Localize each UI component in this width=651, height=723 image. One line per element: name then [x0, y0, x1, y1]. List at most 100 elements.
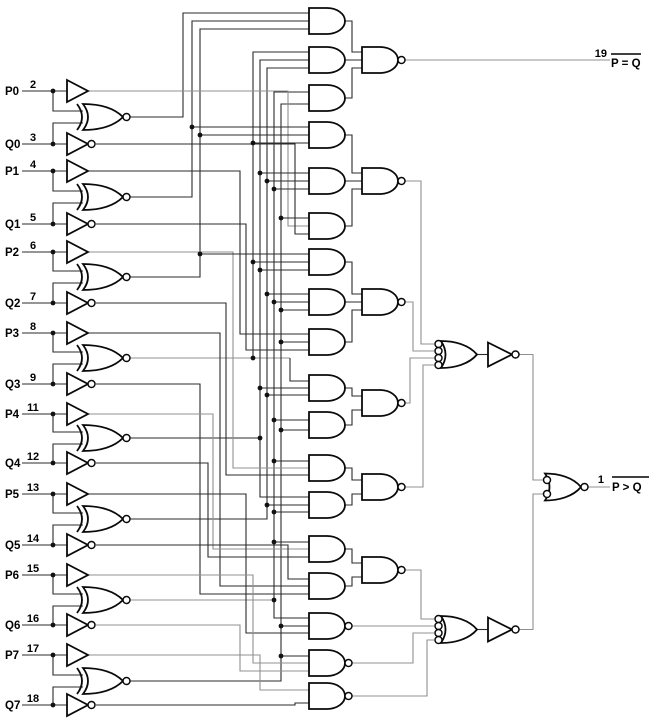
- wire: [96, 462, 309, 558]
- inversion-bubble: [122, 272, 131, 282]
- junction-dot: [50, 491, 56, 497]
- xnor-input-arc: [76, 424, 83, 452]
- wire: [52, 443, 83, 463]
- junction-dot: [50, 88, 56, 94]
- pin-number-9: 9: [30, 372, 36, 384]
- wire: [96, 702, 309, 706]
- xnor-gate: [81, 344, 125, 372]
- junction-dot: [271, 539, 277, 545]
- inversion-bubble: [87, 620, 96, 630]
- xnor-gate: [81, 183, 125, 211]
- junction-dot: [197, 132, 203, 138]
- wire: [345, 548, 362, 564]
- junction-dot: [50, 221, 56, 227]
- wire: [130, 20, 309, 198]
- inversion-bubble: [122, 676, 131, 686]
- wire: [259, 438, 309, 498]
- inversion-bubble: [122, 514, 131, 524]
- inversion-bubble: [397, 565, 406, 575]
- input-label-Q0: Q0: [5, 139, 20, 151]
- xnor-gate: [81, 263, 125, 291]
- pin-number-17: 17: [27, 643, 39, 655]
- junction-dot: [50, 702, 56, 708]
- wire: [345, 261, 362, 295]
- junction-dot: [257, 385, 263, 391]
- pin-number-3: 3: [30, 132, 36, 144]
- wire: [519, 493, 544, 631]
- junction-dot: [50, 542, 56, 548]
- xnor-input-arc: [76, 586, 83, 614]
- wire: [345, 493, 362, 506]
- input-label-P7: P7: [5, 650, 19, 662]
- inversion-bubble: [511, 350, 520, 359]
- wire: [252, 51, 309, 358]
- xnor-input-arc: [76, 263, 83, 291]
- wire: [96, 383, 309, 595]
- and-gate: [308, 248, 346, 276]
- output-label: P = Q: [611, 58, 641, 70]
- buffer-gate: [66, 239, 90, 265]
- or-gate: [439, 340, 479, 369]
- wire: [405, 364, 434, 488]
- wire: [405, 569, 434, 620]
- input-inversion-bubble: [434, 614, 443, 624]
- pin-number-13: 13: [27, 482, 39, 494]
- input-label-Q7: Q7: [5, 700, 20, 712]
- input-label-P6: P6: [5, 570, 19, 582]
- wire: [52, 363, 83, 384]
- nand-gate: [361, 46, 399, 74]
- pin-number-11: 11: [27, 402, 39, 414]
- wire: [52, 333, 83, 353]
- input-inversion-bubble: [434, 339, 443, 349]
- and-gate: [308, 288, 346, 316]
- wire: [345, 134, 362, 174]
- inversion-bubble: [122, 353, 131, 363]
- junction-dot: [250, 355, 256, 361]
- and-gate: [308, 7, 346, 35]
- junction-dot: [257, 435, 263, 441]
- pin-number-19: 19: [595, 48, 607, 60]
- wire: [130, 12, 309, 118]
- buffer-gate: [66, 562, 90, 588]
- wire: [52, 252, 83, 272]
- junction-dot: [189, 124, 195, 130]
- xnor-input-arc: [76, 103, 83, 131]
- output-label: P > Q: [612, 482, 642, 494]
- pin-number-2: 2: [30, 79, 36, 91]
- xnor-input-arc: [76, 505, 83, 533]
- wire: [273, 91, 309, 600]
- inversion-bubble: [87, 700, 96, 710]
- input-label-P0: P0: [5, 86, 19, 98]
- wire: [352, 639, 434, 697]
- pin-number-12: 12: [27, 451, 39, 463]
- xnor-gate: [81, 505, 125, 533]
- pin-number-14: 14: [27, 533, 40, 545]
- and-gate: [308, 84, 346, 112]
- inverter-gate: [66, 290, 90, 316]
- junction-dot: [50, 381, 56, 387]
- inversion-bubble: [87, 458, 96, 468]
- wire: [88, 493, 309, 634]
- input-label-P3: P3: [5, 328, 19, 340]
- inverter-gate: [66, 450, 90, 476]
- wire: [52, 655, 83, 676]
- and-gate: [308, 491, 346, 519]
- or-gate-final: [543, 472, 583, 502]
- input-inversion-bubble: [434, 635, 443, 645]
- input-inversion-bubble: [542, 475, 552, 485]
- nand-gate: [308, 612, 346, 640]
- junction-dot: [264, 502, 270, 508]
- inversion-bubble: [87, 379, 96, 389]
- wire: [52, 686, 83, 705]
- input-label-Q4: Q4: [5, 458, 21, 470]
- wire: [52, 494, 83, 514]
- inverter-gate: [66, 612, 90, 638]
- junction-dot: [271, 458, 277, 464]
- inversion-bubble: [397, 398, 406, 408]
- input-label-Q2: Q2: [5, 298, 20, 310]
- xnor-input-arc: [76, 667, 83, 695]
- inversion-bubble: [87, 139, 96, 149]
- inversion-bubble: [122, 595, 131, 605]
- wire: [88, 574, 309, 664]
